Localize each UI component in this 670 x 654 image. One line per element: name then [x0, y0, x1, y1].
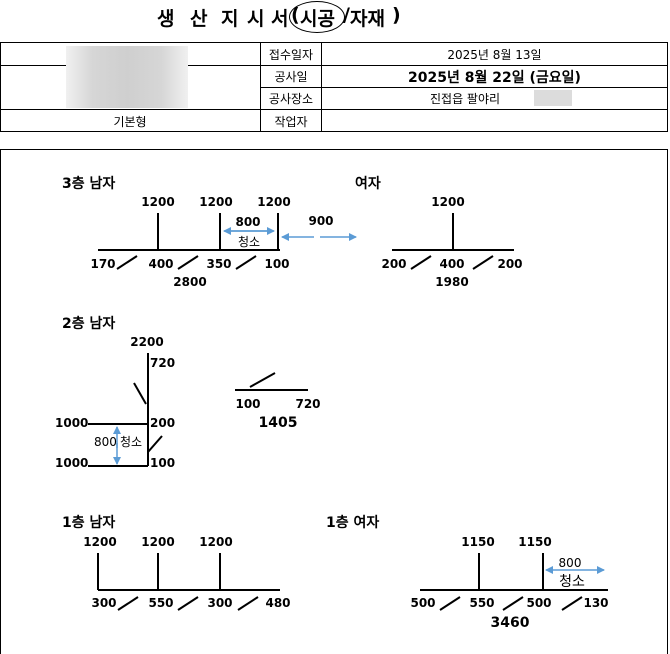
f3-men-gap-a: 800 [235, 215, 260, 229]
f3-men-bottom: 170 [90, 257, 115, 271]
f2-men-low-right: 100 [150, 456, 175, 470]
f3-men-title: 3층 남자 [62, 175, 115, 192]
title-char: 지 [221, 8, 239, 30]
f2-men-low-left: 1000 [55, 456, 88, 470]
redacted-area [534, 90, 572, 106]
f3-men-bottom: 350 [206, 257, 231, 271]
f2-men-title: 2층 남자 [62, 315, 115, 332]
f2-side-left: 100 [235, 397, 260, 411]
f2-men-top: 2200 [130, 335, 163, 349]
f2-men-cleaning: 청소 [120, 435, 142, 449]
circle-mark [289, 1, 345, 33]
f1-men-bottom: 550 [148, 596, 173, 610]
table-divider [0, 109, 668, 110]
title-char: 자재 [350, 8, 385, 30]
f3-men-cleaning: 청소 [238, 235, 260, 249]
f1-men-title: 1층 남자 [62, 514, 115, 531]
title-char: 시 [247, 8, 265, 30]
f3-men-top: 1200 [141, 195, 174, 209]
f1-men-top: 1200 [199, 535, 232, 549]
f3-men-top: 1200 [257, 195, 290, 209]
f2-men-mid-left: 1000 [55, 416, 88, 430]
title-char: 서 [271, 8, 289, 30]
f3-women-title: 여자 [355, 175, 381, 192]
f1-women-gap: 800 [559, 556, 582, 570]
table-divider [0, 65, 668, 66]
f1-men-bottom: 300 [91, 596, 116, 610]
f1-women-cleaning: 청소 [559, 574, 585, 590]
f2-men-upper: 720 [150, 356, 175, 370]
f3-women-bottom: 200 [497, 257, 522, 271]
site-value: 진접읍 팔야리 [430, 92, 501, 106]
work-date-value: 2025년 8월 22일 (금요일) [408, 69, 581, 86]
f1-women-bottom: 500 [526, 596, 551, 610]
f2-men-gap: 800 [94, 435, 117, 449]
table-divider [321, 42, 322, 132]
worker-label: 작업자 [274, 114, 308, 129]
f1-women-bottom: 130 [583, 596, 608, 610]
title-char: 산 [190, 8, 208, 30]
f1-women-total: 3460 [491, 615, 530, 631]
title-char: 생 [157, 8, 175, 30]
receipt-date-value: 2025년 8월 13일 [447, 47, 542, 62]
f1-women-top: 1150 [461, 535, 494, 549]
drawing-labels: 3층 남자 1200 1200 1200 800 청소 900 170 400 … [55, 175, 609, 631]
f3-men-bottom: 100 [264, 257, 289, 271]
f1-men-top: 1200 [141, 535, 174, 549]
work-date-label: 공사일 [274, 70, 308, 84]
f3-women-bottom: 200 [381, 257, 406, 271]
f1-women-top: 1150 [518, 535, 551, 549]
receipt-date-label: 접수일자 [268, 47, 314, 62]
f3-men-top: 1200 [199, 195, 232, 209]
f1-men-bottom: 480 [265, 596, 290, 610]
f1-women-bottom: 550 [469, 596, 494, 610]
f2-side-right: 720 [295, 397, 320, 411]
f3-women-bottom: 400 [439, 257, 464, 271]
f3-men-total: 2800 [173, 275, 206, 289]
drawing-lines [88, 213, 608, 611]
f2-side-total: 1405 [259, 415, 298, 431]
model-label: 기본형 [113, 114, 147, 129]
dimension-arrows [113, 227, 605, 574]
title-char: / [343, 4, 350, 26]
drawing-area [0, 149, 668, 654]
table-divider [260, 87, 668, 88]
f3-men-bottom: 400 [148, 257, 173, 271]
title-char: ) [392, 4, 401, 26]
f1-men-bottom: 300 [207, 596, 232, 610]
f3-women-total: 1980 [435, 275, 468, 289]
table-divider [260, 42, 261, 132]
f3-men-gap-b: 900 [308, 214, 333, 228]
site-label: 공사장소 [268, 92, 314, 106]
f1-men-top: 1200 [83, 535, 116, 549]
f2-men-mid-right: 200 [150, 416, 175, 430]
redacted-area [66, 46, 188, 108]
f1-women-title: 1층 여자 [326, 514, 379, 531]
f1-women-bottom: 500 [410, 596, 435, 610]
f3-women-top: 1200 [431, 195, 464, 209]
